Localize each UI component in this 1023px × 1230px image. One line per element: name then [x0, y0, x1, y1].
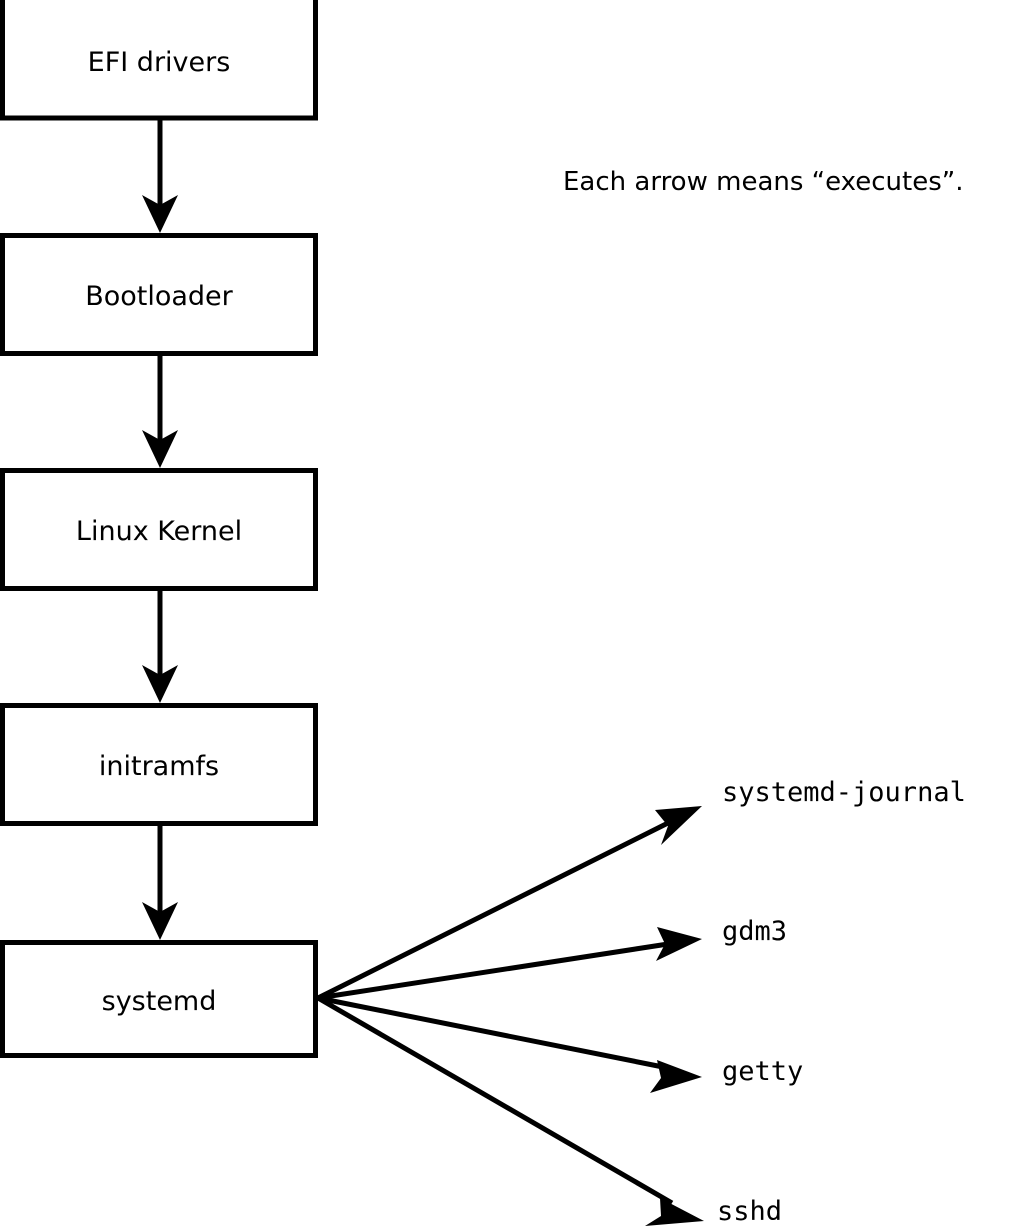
node-label-initramfs: initramfs: [99, 751, 219, 782]
edge-systemd-to-getty: [317, 995, 702, 1093]
node-box-systemd: [0, 940, 318, 1058]
edge-linux-kernel-to-initramfs: [142, 589, 178, 703]
node-label-systemd: systemd: [102, 986, 217, 1017]
edge-initramfs-to-systemd: [142, 824, 178, 940]
arrowhead-icon: [142, 902, 178, 940]
node-label-efi-drivers: EFI drivers: [88, 47, 231, 78]
node-linux-kernel[interactable]: Linux Kernel: [0, 468, 318, 591]
node-box-linux-kernel: [0, 468, 318, 591]
edge-bootloader-to-linux-kernel: [142, 354, 178, 468]
node-box-initramfs: [0, 703, 318, 826]
node-efi-drivers[interactable]: EFI drivers: [0, 0, 318, 121]
arrowhead-icon: [142, 665, 178, 703]
arrowhead-icon: [656, 927, 702, 961]
node-systemd[interactable]: systemd: [0, 940, 318, 1058]
arrowhead-icon: [645, 1198, 704, 1226]
node-label-linux-kernel: Linux Kernel: [76, 516, 242, 547]
service-label-gdm3: gdm3: [722, 916, 787, 947]
node-box-bootloader: [0, 233, 318, 356]
edge-efi-drivers-to-bootloader: [142, 118, 178, 233]
service-label-getty: getty: [722, 1056, 803, 1087]
node-bootloader[interactable]: Bootloader: [0, 233, 318, 356]
arrowhead-icon: [142, 430, 178, 468]
node-label-bootloader: Bootloader: [85, 281, 233, 312]
legend-caption: Each arrow means “executes”.: [563, 167, 964, 197]
service-label-sshd: sshd: [717, 1196, 782, 1227]
service-label-systemd-journal: systemd-journal: [722, 777, 966, 808]
node-box-efi-drivers: [0, 0, 318, 121]
arrowhead-icon: [142, 195, 178, 233]
arrowhead-icon: [655, 806, 702, 845]
edge-systemd-to-sshd: [316, 995, 704, 1226]
node-initramfs[interactable]: initramfs: [0, 703, 318, 826]
arrowhead-icon: [650, 1060, 702, 1093]
edge-systemd-to-systemd-journal: [316, 806, 702, 1001]
edge-systemd-to-gdm3: [317, 927, 702, 1001]
